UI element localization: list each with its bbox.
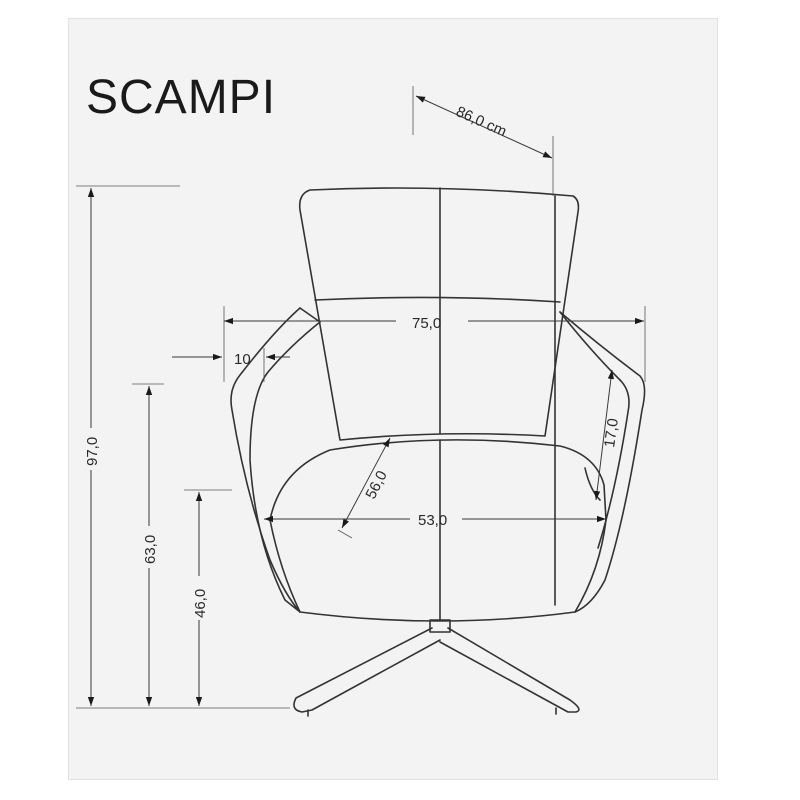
depth-label: 86,0 cm	[453, 103, 509, 140]
depth-dimension-line	[415, 95, 553, 159]
arm-width-label: 10	[234, 351, 251, 368]
extension-lines	[76, 86, 646, 709]
seat-depth-label: 56,0	[362, 468, 390, 502]
product-title: SCAMPI	[86, 71, 277, 124]
width-label: 75,0	[412, 315, 441, 332]
height-label: 97,0	[84, 437, 101, 466]
seat-height-label: 46,0	[192, 589, 209, 618]
seat-width-label: 53,0	[418, 512, 447, 529]
arm-height-label: 17,0	[601, 417, 622, 448]
chair-outline	[230, 187, 646, 717]
armrest-height-label: 63,0	[142, 535, 159, 564]
